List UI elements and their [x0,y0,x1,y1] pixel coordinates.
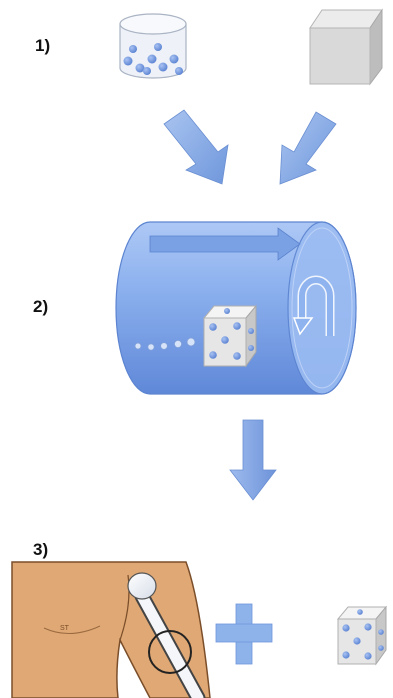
step-1-label: 1) [35,36,51,55]
plus-icon [215,603,273,665]
arrow-left-diagonal-icon [163,109,229,185]
seeded-cube-icon [202,304,258,368]
svg-text:ST: ST [60,625,70,632]
particle-trail [134,337,196,351]
step-3-label: 3) [33,540,49,559]
implantation-illustration: ST [11,561,211,698]
seeded-cube-small-icon [336,605,388,666]
arrow-right-diagonal-icon [279,111,337,185]
step-2-label: 2) [33,297,49,316]
particle-container-icon [119,13,187,79]
rotation-arrow-icon [292,275,335,336]
scaffold-cube-icon [309,8,383,86]
flow-arrow-icon [149,227,301,261]
arrow-down-icon [229,419,277,501]
